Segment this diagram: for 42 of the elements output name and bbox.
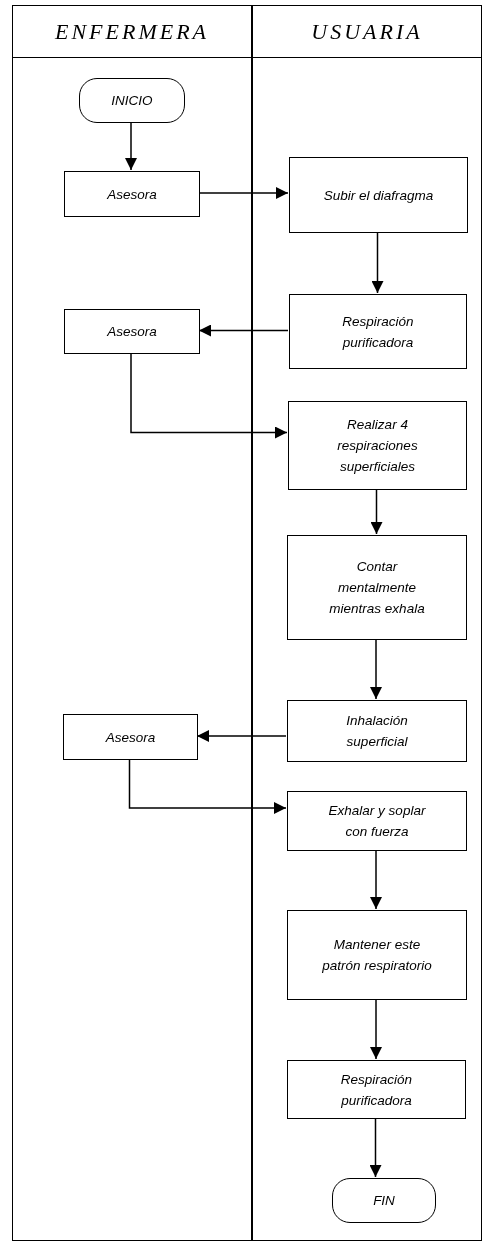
process-box [288, 401, 467, 490]
box-label: Contar mentalmente mientras exhala [328, 558, 426, 618]
process-box [287, 1060, 466, 1119]
process-box [287, 700, 467, 762]
box-label: Asesora [105, 728, 156, 747]
arrow [198, 187, 289, 199]
process-box [287, 791, 467, 851]
terminal-box [332, 1178, 436, 1223]
lane-heading: USUARIA [311, 18, 423, 46]
box-label: Inhalación superficial [345, 712, 409, 751]
box-label: FIN [373, 1192, 395, 1210]
arrow [370, 488, 383, 535]
box-label: Respiración purificadora [339, 1070, 414, 1110]
process-box [289, 157, 468, 233]
arrow [125, 121, 137, 171]
box-label: INICIO [111, 92, 153, 110]
arrow [370, 998, 382, 1060]
arrow [370, 849, 382, 910]
process-box [289, 294, 467, 369]
arrow [196, 730, 287, 742]
lane-heading: ENFERMERA [54, 18, 210, 46]
process-box [287, 910, 467, 1000]
arrow [370, 638, 382, 700]
box-label: Mantener este patrón respiratorio [321, 936, 433, 975]
box-label: Asesora [107, 185, 157, 204]
box-label: Respiración purificadora [341, 312, 415, 352]
process-box [63, 714, 198, 760]
process-box [64, 309, 200, 354]
process-box [64, 171, 200, 217]
process-box [287, 535, 467, 640]
arrow [130, 352, 288, 439]
box-label: Exhalar y soplar con fuerza [327, 802, 427, 841]
arrow [198, 324, 289, 337]
arrow [371, 231, 384, 294]
arrow [369, 1117, 382, 1178]
swimlane [252, 5, 482, 1241]
swimlane [12, 5, 252, 1241]
terminal-box [79, 78, 185, 123]
box-label: Asesora [107, 323, 157, 341]
arrow [128, 758, 287, 814]
box-label: Realizar 4 respiraciones superficiales [336, 416, 419, 476]
box-label: Subir el diafragma [323, 186, 434, 205]
